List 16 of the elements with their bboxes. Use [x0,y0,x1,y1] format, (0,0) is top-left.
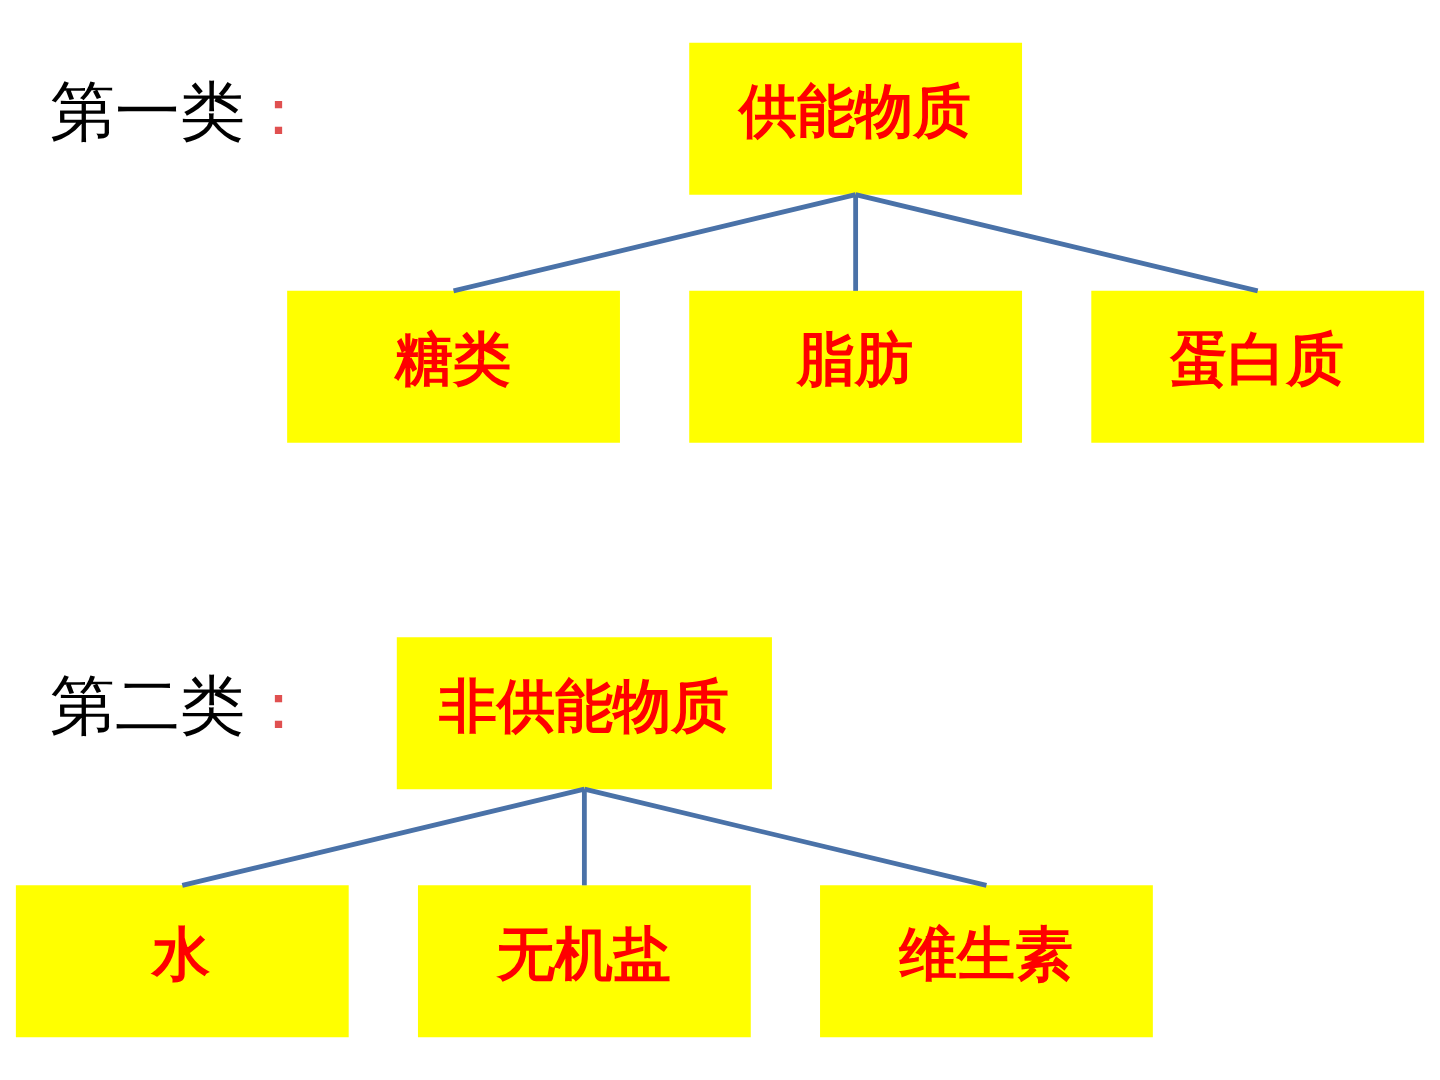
connector [581,789,587,886]
connector [181,786,585,888]
connector [853,194,859,291]
node-box: 蛋白质 [1091,290,1425,443]
node-box: 供能物质 [689,42,1023,195]
label: 第一类： [49,72,311,149]
node-box: 糖类 [287,290,620,443]
node-box: 脂肪 [689,290,1023,443]
node-box: 非供能物质 [396,637,772,790]
connector [453,192,857,294]
node-box: 无机盐 [417,885,751,1038]
node-box: 水 [15,885,349,1038]
connector [583,786,987,888]
label: 第二类： [49,666,311,743]
connector [855,192,1259,294]
node-box: 维生素 [820,885,1153,1038]
